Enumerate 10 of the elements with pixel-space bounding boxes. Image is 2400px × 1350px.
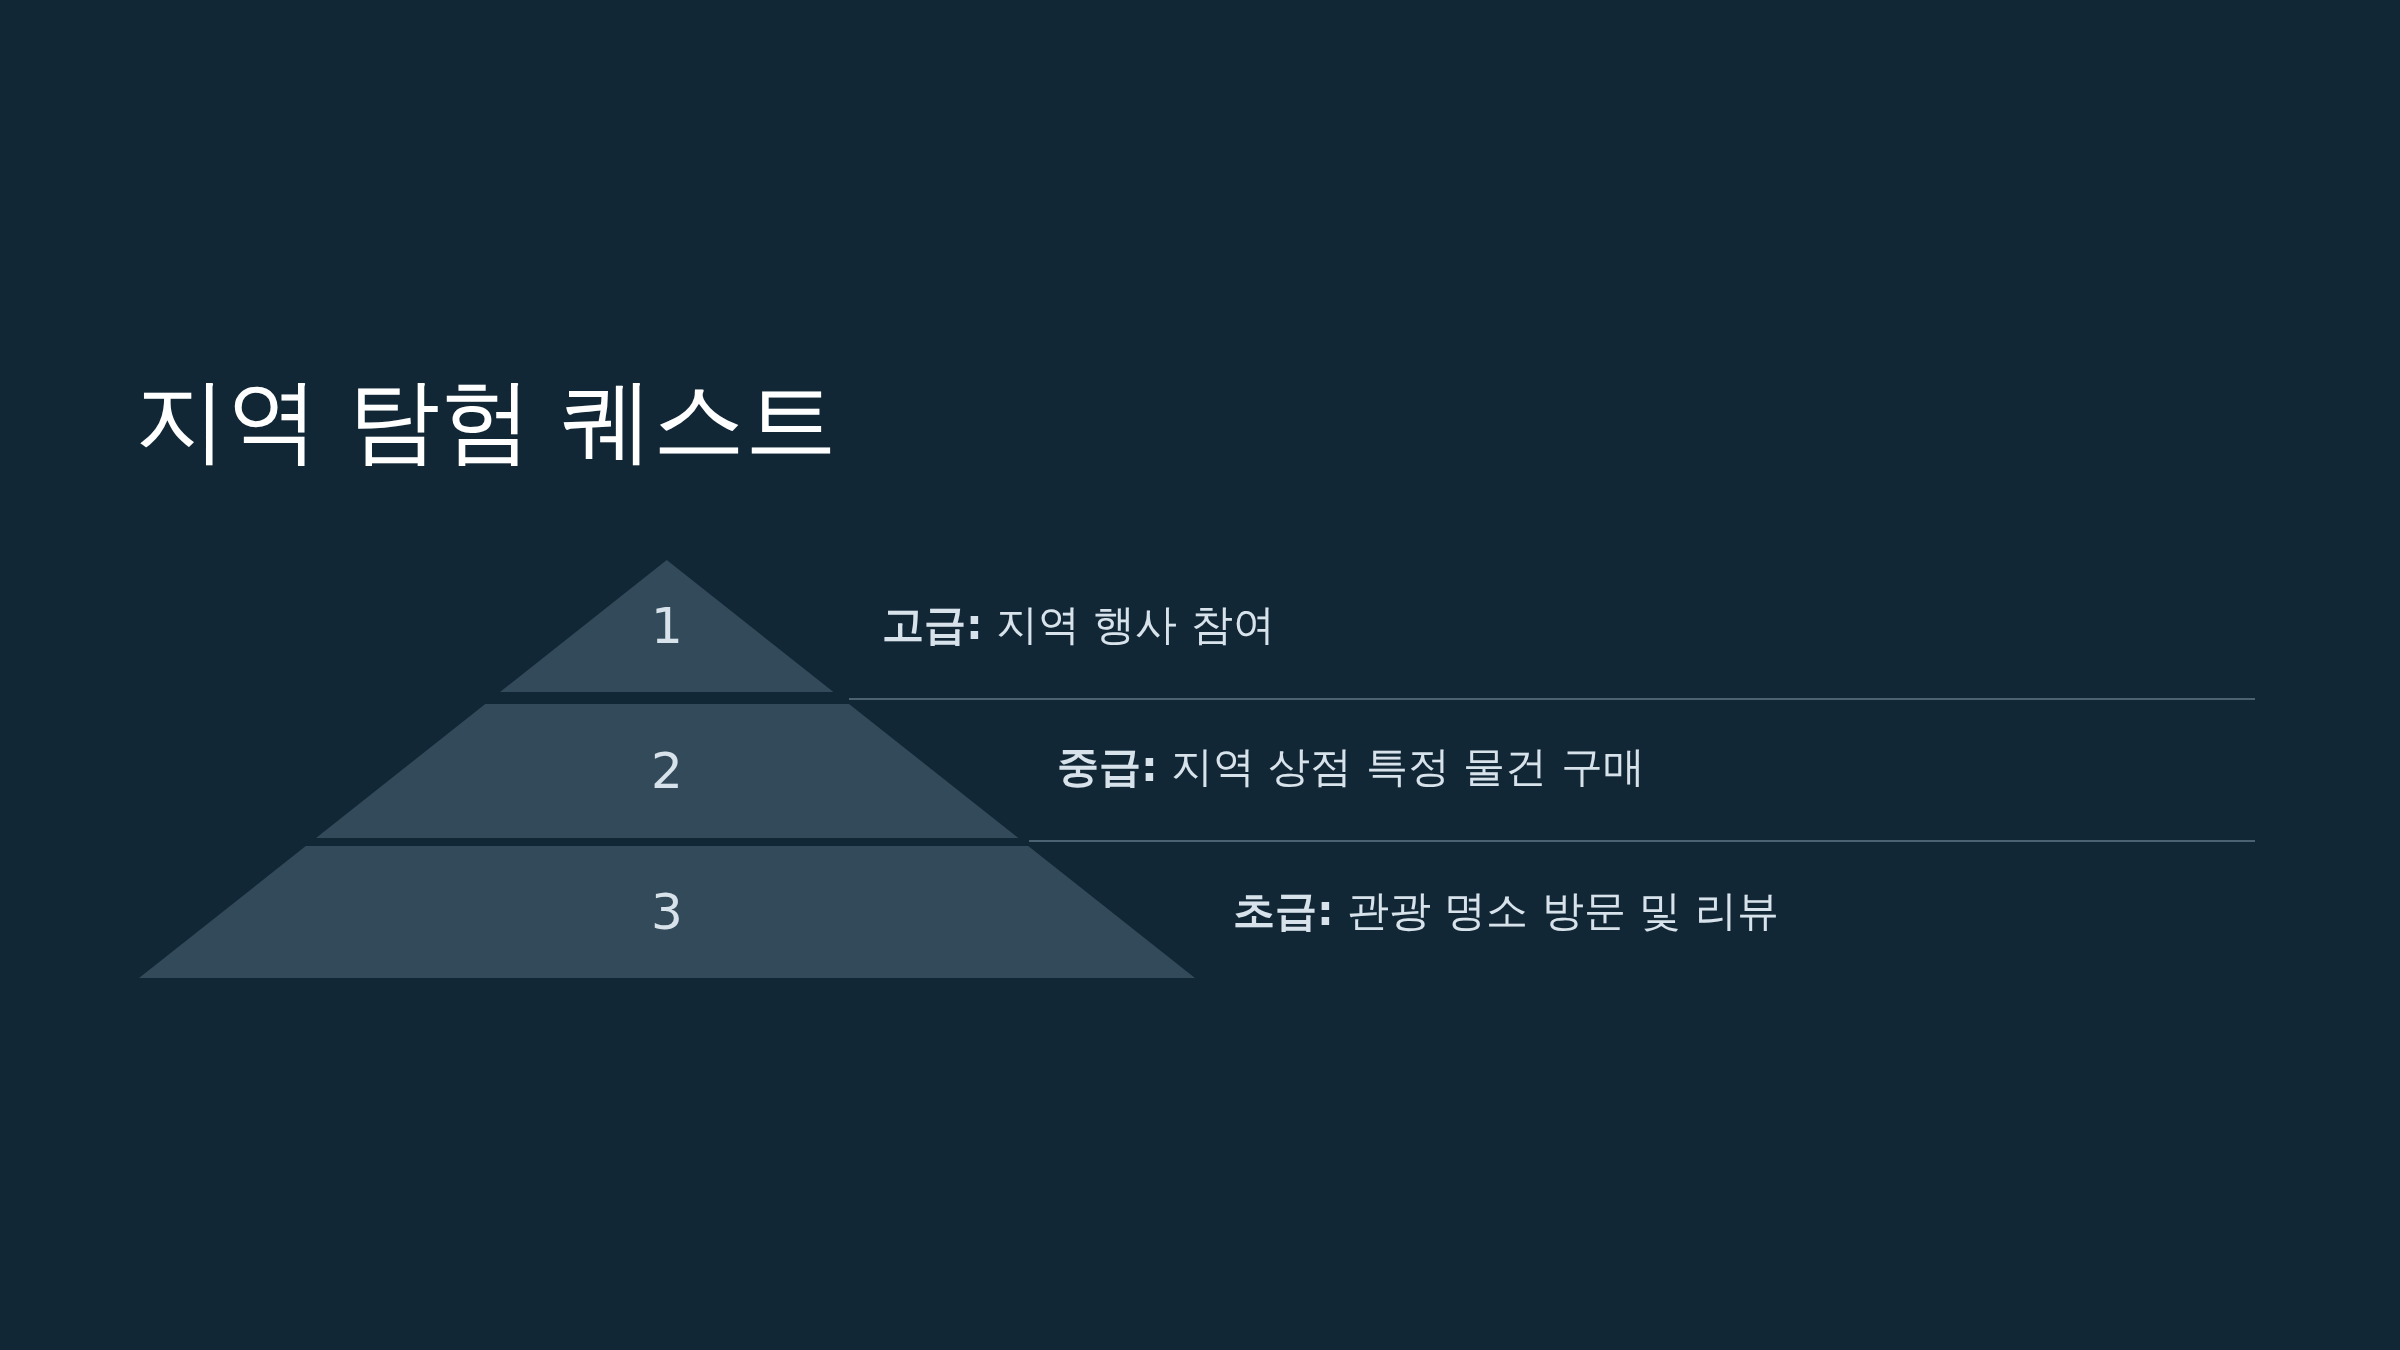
- slide-title: 지역 탐험 퀘스트: [135, 370, 838, 472]
- tier-number: 3: [651, 887, 683, 937]
- pyramid-tier: [500, 560, 834, 692]
- tier-description: 초급: 관광 명소 방문 및 리뷰: [1233, 886, 1779, 937]
- tier-number: 2: [651, 746, 683, 796]
- tier-number: 1: [651, 601, 683, 651]
- tier-description: 중급: 지역 상점 특정 물건 구매: [1057, 742, 1645, 793]
- pyramid-tier: [315, 704, 1019, 838]
- pyramid-tier: [139, 846, 1195, 978]
- tier-description: 고급: 지역 행사 참여: [882, 600, 1275, 651]
